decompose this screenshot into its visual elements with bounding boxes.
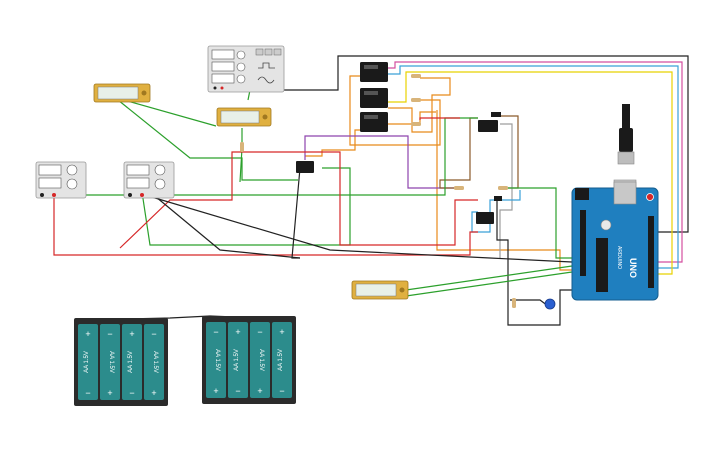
- resistor[interactable]: [454, 186, 464, 190]
- wire[interactable]: [349, 75, 441, 146]
- relay[interactable]: [360, 62, 388, 82]
- battery-minus-label: −: [151, 329, 156, 339]
- battery-minus-label: −: [129, 388, 134, 398]
- transistor[interactable]: [494, 196, 502, 201]
- battery-plus-label: +: [235, 327, 240, 337]
- resistors: [240, 74, 516, 308]
- battery-cell-label: AA 1.5V: [258, 349, 264, 371]
- sine-wave-icon: [257, 76, 275, 84]
- relay[interactable]: [360, 88, 388, 108]
- battery-cell[interactable]: − AA 1.5V +: [144, 324, 164, 400]
- driver-chip[interactable]: [296, 161, 314, 173]
- arduino-uno[interactable]: ARDUINO UNO: [571, 104, 659, 301]
- battery-cell[interactable]: + AA 1.5V −: [272, 322, 292, 398]
- battery-plus-label: +: [279, 327, 284, 337]
- battery-cell-label: AA 1.5V: [152, 351, 158, 373]
- arduino-brand: ARDUINO: [616, 246, 622, 269]
- resistor[interactable]: [411, 122, 421, 126]
- battery-minus-label: −: [235, 386, 240, 396]
- multimeter[interactable]: [35, 161, 87, 199]
- battery-cell-label: AA 1.5V: [278, 349, 284, 371]
- wire[interactable]: [53, 196, 478, 256]
- wire[interactable]: [119, 151, 478, 249]
- driver-chip[interactable]: [478, 120, 498, 132]
- wire[interactable]: [439, 117, 478, 189]
- wire[interactable]: [500, 115, 519, 189]
- battery-minus-label: −: [213, 327, 218, 337]
- battery-pack[interactable]: + AA 1.5V − − AA 1.5V + + AA 1.5V − − AA…: [74, 318, 168, 406]
- wire[interactable]: [436, 110, 572, 271]
- wire[interactable]: [419, 117, 460, 120]
- wire[interactable]: [388, 71, 673, 275]
- battery-cell[interactable]: − AA 1.5V +: [250, 322, 270, 398]
- wire[interactable]: [149, 191, 301, 259]
- battery-cell-label: AA 1.5V: [84, 351, 90, 373]
- wire[interactable]: [123, 99, 217, 127]
- wire[interactable]: [304, 135, 455, 189]
- lcd-display[interactable]: [351, 280, 409, 300]
- battery-plus-label: +: [213, 386, 218, 396]
- battery-minus-label: −: [257, 327, 262, 337]
- wire[interactable]: [305, 129, 360, 157]
- usb-cable: [622, 104, 630, 128]
- wire[interactable]: [144, 194, 573, 263]
- wire[interactable]: [382, 61, 683, 263]
- battery-cell[interactable]: + AA 1.5V −: [78, 324, 98, 400]
- battery-cell[interactable]: + AA 1.5V −: [122, 324, 142, 400]
- reset-button[interactable]: [646, 193, 654, 201]
- capacitor[interactable]: [544, 298, 556, 310]
- battery-cell-label: AA 1.5V: [128, 351, 134, 373]
- battery-minus-label: −: [279, 386, 284, 396]
- battery-cell-label: AA 1.5V: [234, 349, 240, 371]
- arduino-model: UNO: [628, 258, 638, 278]
- wire[interactable]: [496, 200, 572, 326]
- battery-minus-label: −: [85, 388, 90, 398]
- resistor[interactable]: [411, 74, 421, 78]
- battery-minus-label: −: [107, 329, 112, 339]
- battery-plus-label: +: [151, 388, 156, 398]
- resistor[interactable]: [498, 186, 508, 190]
- relay[interactable]: [360, 112, 388, 132]
- battery-cell[interactable]: + AA 1.5V −: [228, 322, 248, 398]
- wire[interactable]: [145, 117, 478, 196]
- wires: [53, 55, 689, 326]
- driver-chip[interactable]: [476, 212, 494, 224]
- wire[interactable]: [500, 187, 572, 259]
- wire[interactable]: [405, 265, 573, 291]
- battery-plus-label: +: [257, 386, 262, 396]
- lcd-display[interactable]: [216, 107, 272, 127]
- resistor[interactable]: [240, 142, 244, 152]
- wire[interactable]: [499, 123, 513, 258]
- battery-plus-label: +: [107, 388, 112, 398]
- wire[interactable]: [388, 77, 451, 133]
- wire[interactable]: [388, 65, 679, 269]
- square-wave-icon: [258, 62, 275, 69]
- battery-cell[interactable]: − AA 1.5V +: [100, 324, 120, 400]
- resistor[interactable]: [411, 98, 421, 102]
- battery-cell-label: AA 1.5V: [108, 351, 114, 373]
- multimeter[interactable]: [123, 161, 175, 199]
- transistor[interactable]: [491, 112, 501, 117]
- wire[interactable]: [405, 271, 573, 297]
- resistor[interactable]: [512, 298, 516, 308]
- battery-cell[interactable]: − AA 1.5V +: [206, 322, 226, 398]
- battery-pack[interactable]: − AA 1.5V + + AA 1.5V − − AA 1.5V + + AA…: [202, 316, 296, 404]
- battery-plus-label: +: [129, 329, 134, 339]
- function-generator[interactable]: [207, 45, 285, 93]
- battery-plus-label: +: [85, 329, 90, 339]
- wire[interactable]: [471, 190, 521, 233]
- lcd-display[interactable]: [93, 83, 151, 103]
- battery-cell-label: AA 1.5V: [214, 349, 220, 371]
